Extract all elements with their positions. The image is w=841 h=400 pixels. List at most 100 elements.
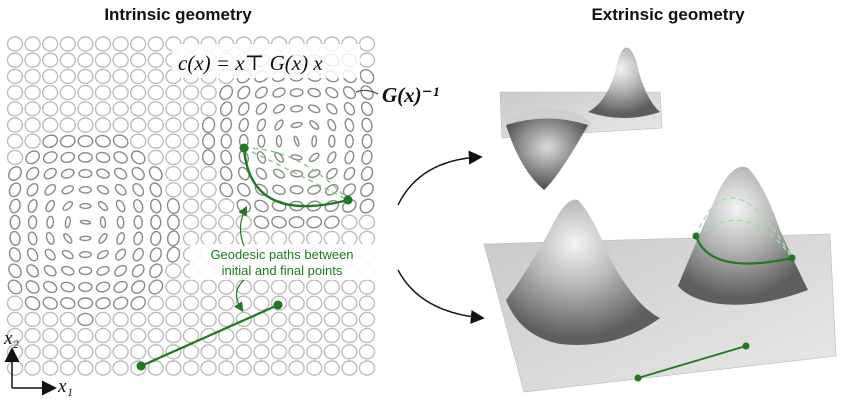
- metric-ellipse: [165, 344, 182, 360]
- straight-path: [140, 303, 279, 368]
- metric-ellipse: [288, 295, 305, 311]
- metric-ellipse: [182, 230, 200, 247]
- metric-ellipse: [235, 214, 253, 230]
- metric-ellipse: [147, 117, 165, 133]
- metric-ellipse: [309, 120, 320, 130]
- metric-ellipse: [341, 344, 358, 360]
- metric-ellipse: [77, 344, 94, 360]
- metric-ellipse: [288, 360, 305, 376]
- metric-ellipse: [77, 327, 94, 344]
- metric-ellipse: [274, 119, 284, 131]
- metric-ellipse: [235, 344, 253, 360]
- metric-ellipse: [59, 311, 77, 328]
- metric-ellipse: [129, 84, 147, 101]
- metric-ellipse: [46, 215, 55, 229]
- metric-ellipse: [200, 279, 217, 295]
- metric-ellipse: [220, 117, 233, 133]
- metric-ellipse: [63, 233, 73, 244]
- metric-ellipse: [150, 230, 162, 246]
- metric-ellipse: [6, 117, 24, 133]
- metric-ellipse: [147, 68, 165, 85]
- metric-ellipse: [200, 311, 217, 328]
- metric-ellipse: [147, 295, 165, 311]
- metric-ellipse: [61, 265, 75, 276]
- metric-ellipse: [306, 360, 323, 376]
- metric-ellipse: [341, 279, 358, 295]
- metric-ellipse: [6, 149, 24, 166]
- metric-ellipse: [200, 295, 217, 311]
- metric-ellipse: [112, 311, 129, 328]
- metric-ellipse: [44, 183, 57, 196]
- metric-ellipse: [182, 198, 200, 214]
- metric-ellipse: [253, 230, 270, 247]
- metric-ellipse: [307, 184, 322, 195]
- metric-ellipse: [147, 149, 165, 166]
- metric-ellipse: [147, 52, 165, 68]
- left-geodesics: [136, 143, 353, 371]
- metric-ellipse: [272, 87, 286, 98]
- metric-ellipse: [148, 279, 164, 295]
- metric-ellipse: [219, 182, 234, 198]
- metric-ellipse: [129, 68, 147, 85]
- metric-ellipse: [77, 297, 94, 310]
- metric-ellipse: [323, 344, 340, 360]
- metric-ellipse: [254, 199, 269, 213]
- metric-ellipse: [24, 52, 41, 68]
- metric-ellipse: [344, 150, 355, 165]
- metric-ellipse: [147, 84, 165, 101]
- surface-straight-path: [637, 345, 747, 379]
- metric-ellipse: [94, 68, 112, 85]
- metric-ellipse: [235, 311, 253, 328]
- metric-ellipse: [165, 165, 182, 182]
- geodesic-start-point: [239, 143, 249, 153]
- annotation-line-1: Geodesic paths between: [210, 247, 353, 262]
- metric-ellipse: [94, 344, 112, 360]
- metric-ellipse: [323, 215, 340, 229]
- metric-ellipse: [42, 84, 59, 101]
- metric-ellipse: [358, 52, 376, 68]
- metric-ellipse: [327, 151, 337, 164]
- metric-ellipse: [270, 311, 288, 328]
- metric-ellipse: [165, 327, 182, 344]
- axis-arrow-icon: [4, 347, 57, 396]
- metric-ellipse: [360, 85, 374, 100]
- metric-ellipse: [42, 360, 59, 376]
- metric-ellipse: [293, 135, 300, 147]
- metric-ellipse: [132, 182, 145, 197]
- metric-ellipse: [306, 295, 323, 311]
- straight-end-point: [273, 300, 283, 310]
- metric-ellipse: [94, 36, 112, 52]
- metric-ellipse: [323, 279, 340, 295]
- metric-ellipse: [270, 327, 288, 344]
- metric-ellipse: [147, 327, 165, 344]
- metric-ellipse: [113, 167, 128, 180]
- metric-ellipse: [96, 168, 110, 179]
- metric-ellipse: [200, 344, 217, 360]
- metric-ellipse: [112, 327, 129, 344]
- metric-ellipse: [6, 52, 24, 68]
- metric-ellipse: [358, 344, 376, 360]
- metric-ellipse: [112, 117, 129, 133]
- metric-ellipse: [274, 151, 284, 163]
- surface-geodesic-dashed-1: [695, 197, 793, 259]
- metric-ellipse: [94, 311, 112, 328]
- metric-ellipse: [147, 133, 165, 149]
- metric-ellipse: [26, 264, 40, 278]
- metric-ellipse: [237, 85, 251, 100]
- metric-ellipse: [43, 264, 57, 277]
- metric-ellipse: [165, 182, 182, 198]
- metric-ellipse: [165, 360, 182, 376]
- metric-ellipse: [182, 295, 200, 311]
- metric-ellipse: [115, 199, 126, 213]
- metric-ellipse: [129, 101, 147, 117]
- metric-ellipse: [307, 87, 322, 98]
- metric-ellipse: [166, 230, 180, 247]
- metric-ellipse: [358, 279, 376, 295]
- metric-ellipse: [327, 118, 337, 132]
- metric-ellipse: [112, 296, 129, 310]
- metric-ellipse: [8, 263, 22, 279]
- annotation-arrow-up: [238, 205, 248, 247]
- cost-label-backdrop: [172, 44, 360, 78]
- metric-ellipse: [182, 101, 200, 117]
- metric-ellipse: [147, 311, 165, 328]
